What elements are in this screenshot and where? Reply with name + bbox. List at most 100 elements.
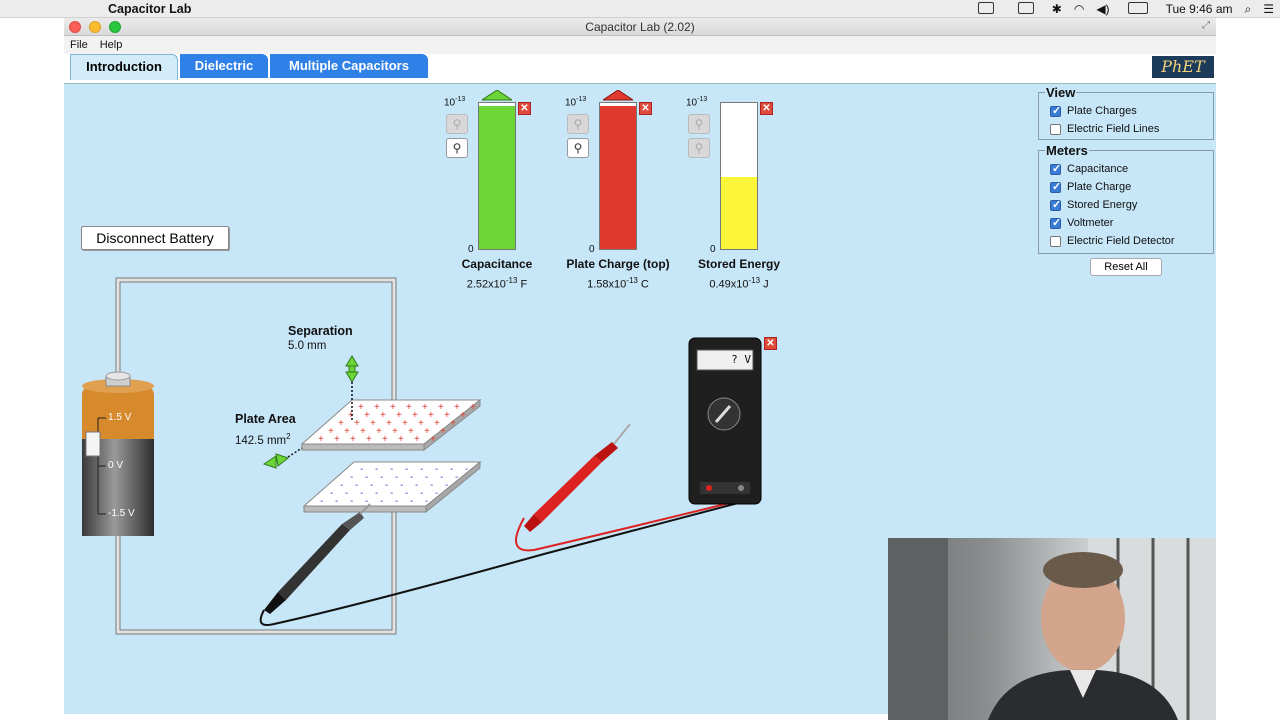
plate-charge-bar-track: [599, 102, 637, 250]
red-probe[interactable]: [515, 423, 743, 552]
spotlight-search-icon[interactable]: ⌕: [1244, 1, 1252, 16]
plate-charge-bar: [600, 105, 636, 249]
stored-energy-zoom-in-button[interactable]: ⚲: [688, 114, 710, 134]
checkbox-capacitance[interactable]: Capacitance: [1050, 162, 1128, 175]
menubar-clock[interactable]: Tue 9:46 am: [1165, 2, 1233, 16]
capacitance-bar-track: [478, 102, 516, 250]
battery-slider[interactable]: [85, 431, 101, 457]
electric-field-lines-checkbox[interactable]: [1050, 123, 1061, 135]
negative-charge-mark: -: [340, 480, 343, 491]
menu-help[interactable]: Help: [99, 39, 123, 51]
capacitance-checkbox[interactable]: [1050, 162, 1061, 175]
positive-charge-mark: +: [424, 426, 430, 437]
checkbox-plate-charge[interactable]: Plate Charge: [1050, 180, 1131, 193]
stored-energy-close-button[interactable]: ✕: [760, 102, 773, 115]
view-group: View Plate Charges Electric Field Lines: [1038, 85, 1214, 140]
separation-handle[interactable]: [345, 355, 359, 420]
negative-charge-mark: -: [390, 464, 393, 475]
phet-logo[interactable]: PhET: [1152, 56, 1214, 78]
checkbox-stored-energy[interactable]: Stored Energy: [1050, 198, 1137, 211]
capacitance-zero-label: 0: [468, 244, 474, 255]
window-title-bar: Capacitor Lab (2.02) ⤢: [64, 18, 1216, 36]
plate-charge-value: 1.58x10-13 C: [587, 276, 649, 291]
capacitance-zoom-out-button[interactable]: ⚲: [446, 138, 468, 158]
plate-charge-scale-exponent: 10-13: [565, 96, 587, 109]
menubar-app-name[interactable]: Capacitor Lab: [108, 1, 192, 16]
plate-area-handle[interactable]: [262, 447, 303, 469]
voltmeter-checkbox[interactable]: [1050, 216, 1061, 229]
checkbox-electric-field-detector[interactable]: Electric Field Detector: [1050, 235, 1175, 247]
negative-charge-mark: -: [365, 472, 368, 483]
close-window-icon[interactable]: [69, 21, 81, 33]
negative-charge-mark: -: [405, 464, 408, 475]
display-icon[interactable]: [1012, 1, 1040, 17]
plate-charge-zero-label: 0: [589, 244, 595, 255]
negative-charge-mark: -: [455, 472, 458, 483]
positive-charge-mark: +: [318, 434, 324, 445]
tab-dielectric[interactable]: Dielectric: [180, 54, 268, 78]
capacitance-bar: [479, 105, 515, 249]
plate-charge-zoom-out-button[interactable]: ⚲: [567, 138, 589, 158]
negative-charge-mark: -: [420, 464, 423, 475]
checkbox-plate-charges[interactable]: Plate Charges: [1050, 104, 1137, 117]
wifi-icon[interactable]: ◠: [1073, 2, 1085, 16]
volume-icon[interactable]: ◀): [1096, 2, 1110, 16]
negative-charge-mark: -: [450, 464, 453, 475]
plate-area-value: 142.5 mm2: [235, 432, 291, 447]
positive-charge-mark: +: [414, 434, 420, 445]
stored-energy-zoom-out-button[interactable]: ⚲: [688, 138, 710, 158]
battery-icon[interactable]: [1122, 1, 1154, 17]
plate-charge-close-button[interactable]: ✕: [639, 102, 652, 115]
negative-charge-mark: -: [375, 488, 378, 499]
capacitance-scale-exponent: 10-13: [444, 96, 466, 109]
minimize-window-icon[interactable]: [89, 21, 101, 33]
checkbox-electric-field-lines[interactable]: Electric Field Lines: [1050, 123, 1159, 135]
reset-all-button[interactable]: Reset All: [1090, 258, 1162, 276]
plate-charge-overflow-arrow-icon: [603, 90, 633, 101]
tab-bar: Introduction Dielectric Multiple Capacit…: [64, 54, 1216, 84]
stored-energy-bar: [721, 177, 757, 249]
negative-charge-mark: -: [385, 480, 388, 491]
tab-multiple-capacitors[interactable]: Multiple Capacitors: [270, 54, 428, 78]
zoom-window-icon[interactable]: [109, 21, 121, 33]
camera-icon[interactable]: [972, 1, 1000, 17]
positive-charge-mark: +: [328, 426, 334, 437]
plate-charge-checkbox[interactable]: [1050, 180, 1061, 193]
tab-introduction[interactable]: Introduction: [70, 54, 178, 80]
resize-icon[interactable]: ⤢: [1202, 20, 1210, 31]
negative-charge-mark: -: [465, 464, 468, 475]
negative-charge-mark: -: [445, 480, 448, 491]
capacitance-close-button[interactable]: ✕: [518, 102, 531, 115]
negative-charge-mark: -: [345, 488, 348, 499]
positive-charge-mark: +: [440, 426, 446, 437]
disconnect-battery-button[interactable]: Disconnect Battery: [81, 226, 229, 250]
negative-charge-mark: -: [435, 464, 438, 475]
bottom-wire-fill: [116, 504, 396, 634]
voltmeter-close-button[interactable]: ✕: [764, 337, 777, 350]
negative-charge-mark: -: [320, 496, 323, 507]
plate-charges-checkbox[interactable]: [1050, 104, 1061, 117]
positive-charge-mark: +: [398, 434, 404, 445]
positive-charge-mark: +: [454, 402, 460, 413]
negative-charges: ----------------------------------------: [320, 464, 468, 507]
voltmeter[interactable]: [688, 337, 762, 505]
capacitance-value: 2.52x10-13 F: [466, 276, 528, 291]
menu-file[interactable]: File: [70, 39, 88, 51]
separation-label: Separation: [288, 324, 353, 338]
notification-center-icon[interactable]: ☰: [1263, 2, 1274, 16]
positive-charge-mark: +: [434, 418, 440, 429]
negative-charge-mark: -: [390, 488, 393, 499]
capacitance-overflow-arrow-icon: [482, 90, 512, 101]
capacitance-zoom-in-button[interactable]: ⚲: [446, 114, 468, 134]
bottom-plate[interactable]: [302, 460, 482, 514]
negative-charge-mark: -: [415, 480, 418, 491]
bluetooth-icon[interactable]: ✱: [1051, 2, 1062, 16]
battery[interactable]: [82, 371, 154, 536]
positive-charge-mark: +: [370, 418, 376, 429]
electric-field-detector-checkbox[interactable]: [1050, 235, 1061, 247]
circuit-diagram: ++++++++++++++++++++++++++++++++++++++++…: [82, 277, 762, 635]
checkbox-voltmeter[interactable]: Voltmeter: [1050, 216, 1113, 229]
stored-energy-checkbox[interactable]: [1050, 198, 1061, 211]
black-probe[interactable]: [259, 501, 743, 626]
plate-charge-zoom-in-button[interactable]: ⚲: [567, 114, 589, 134]
